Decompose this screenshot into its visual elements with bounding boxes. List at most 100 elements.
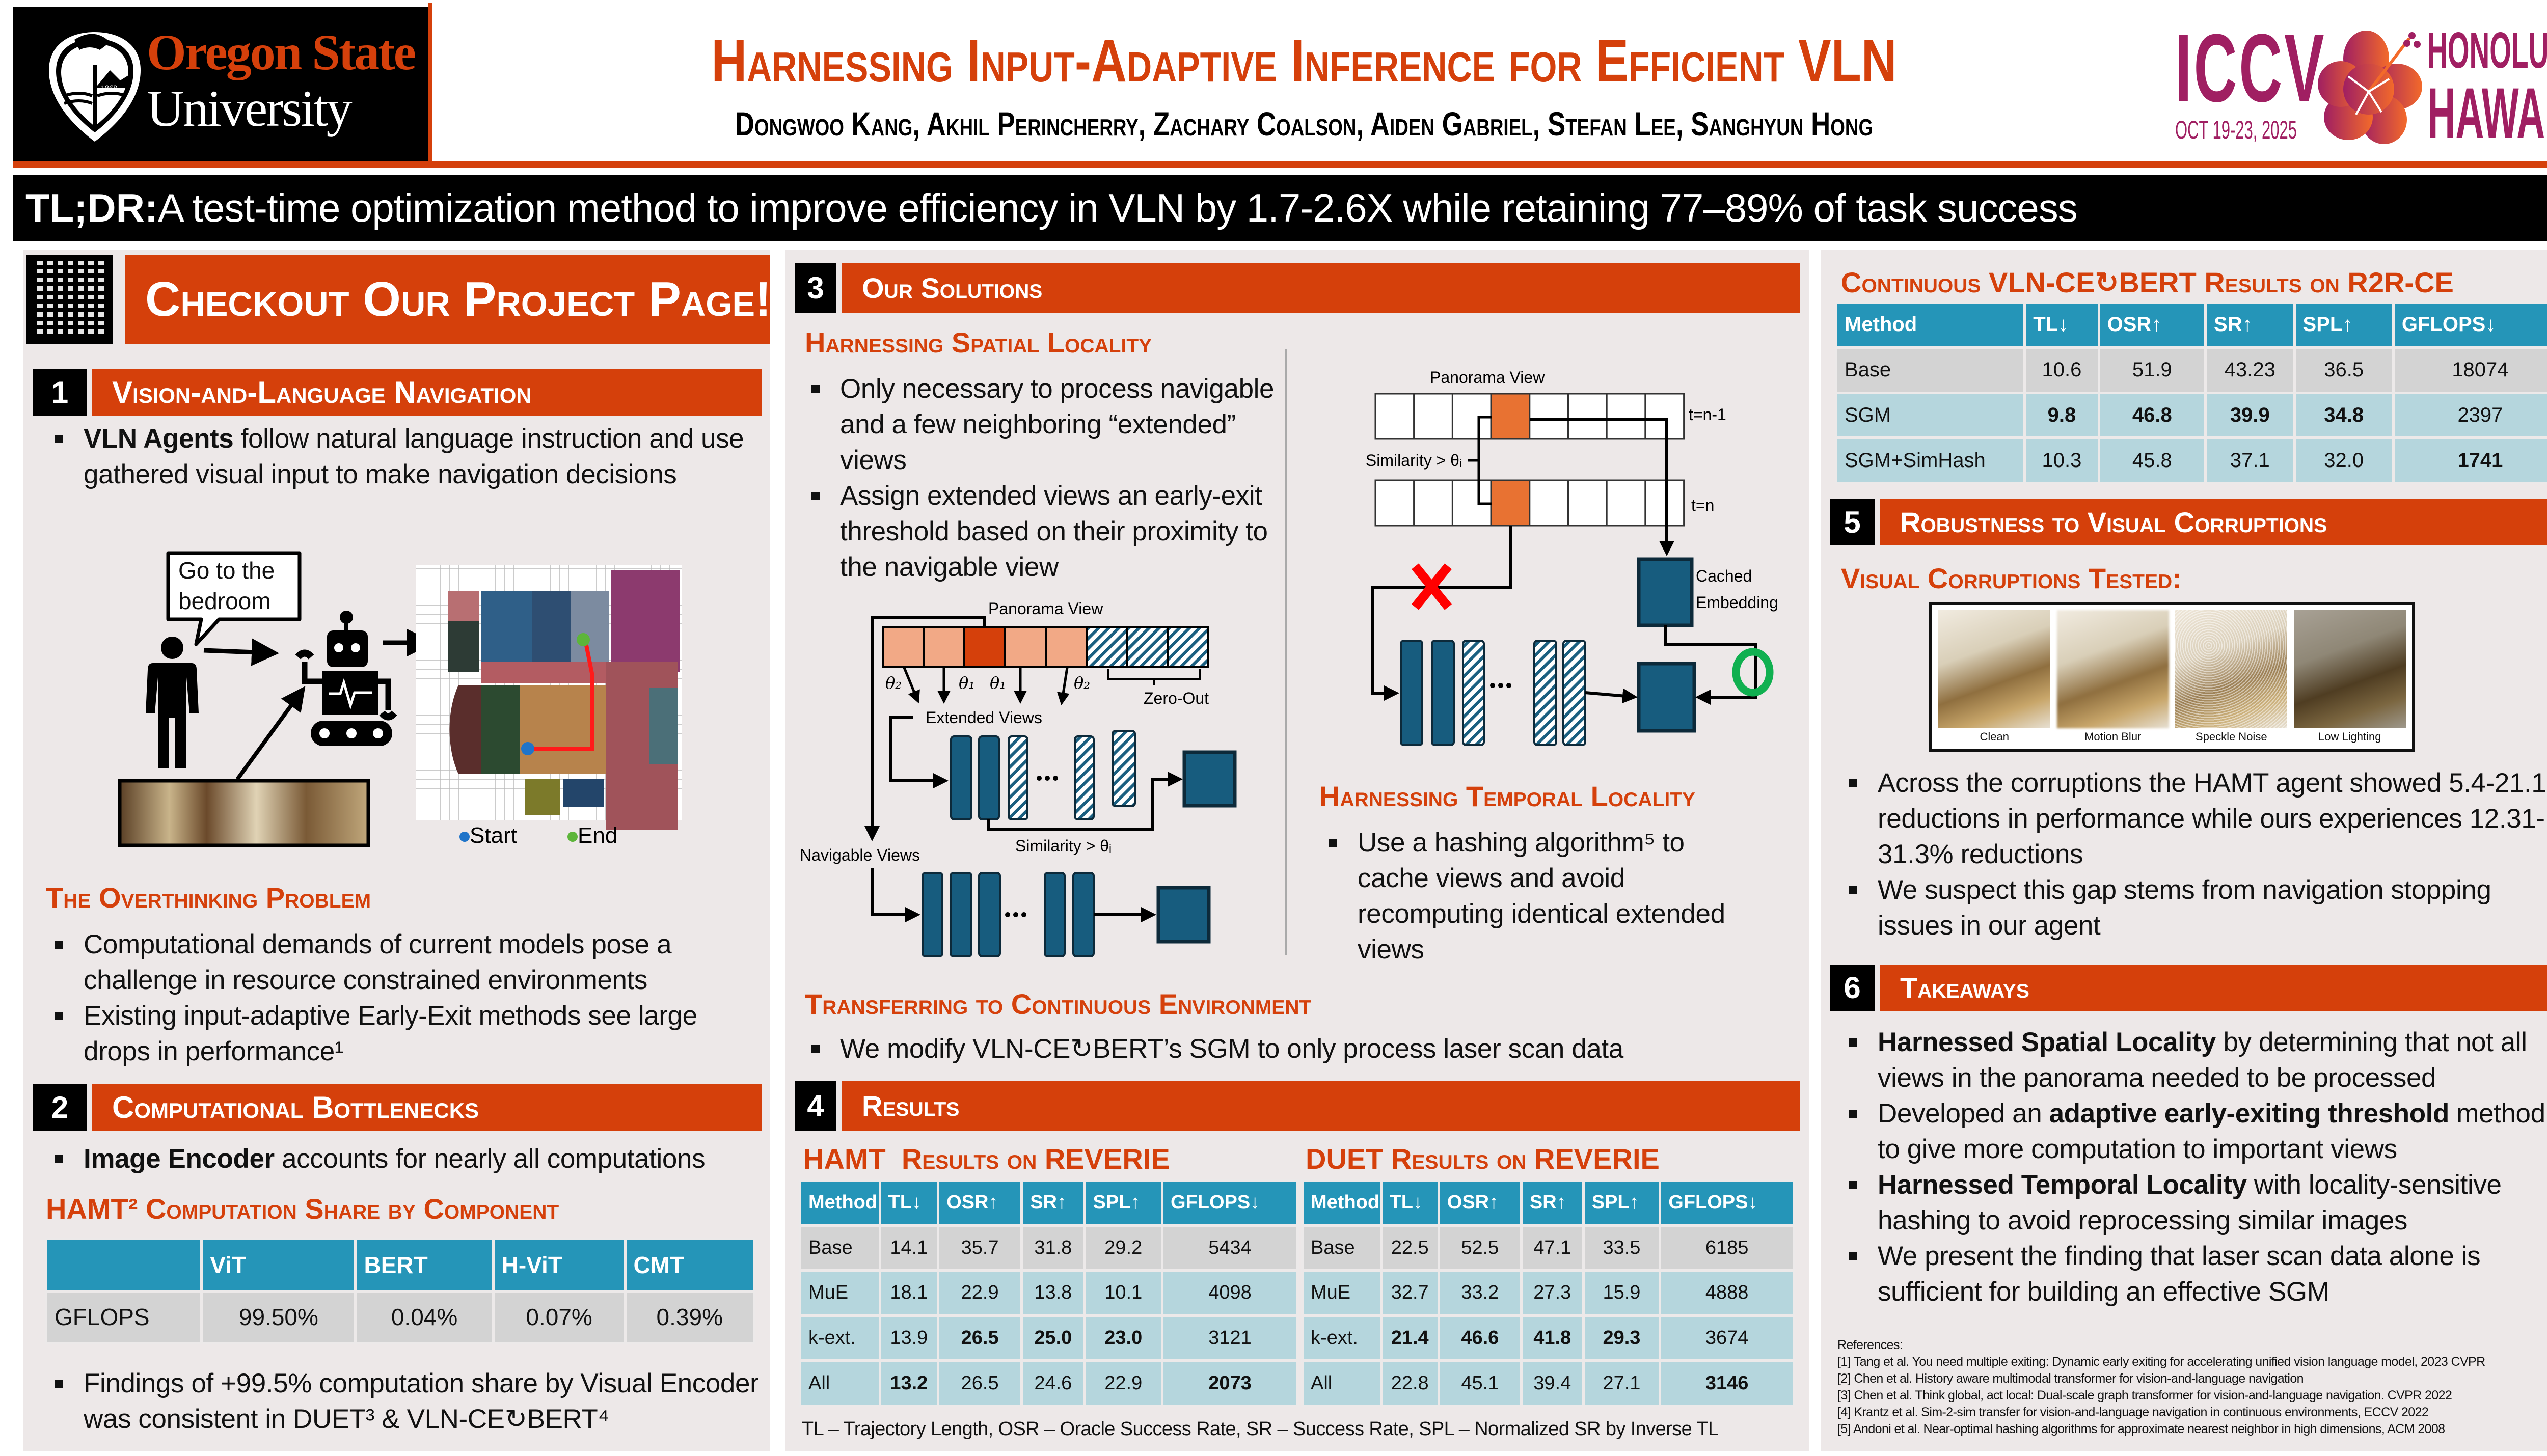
osu-seal-icon: 1868: [49, 32, 141, 142]
table-cell: 3674: [1661, 1316, 1793, 1360]
iccv-logo: ICCV OCT 19-23, 2025 HONOLULU HAWAII: [2175, 20, 2547, 153]
embedding-label: Embedding: [1696, 593, 1778, 612]
list-item: Image Encoder accounts for nearly all co…: [55, 1141, 773, 1177]
table-cell: 10.3: [2026, 439, 2098, 482]
speckle-noise-image: [2175, 610, 2288, 728]
overthinking-bullets: Computational demands of current models …: [55, 927, 768, 1069]
navigable-views-label: Navigable Views: [800, 846, 920, 864]
reference-item: [4] Krantz et al. Sim-2-sim transfer for…: [1837, 1405, 2429, 1419]
header-divider-vertical: [428, 3, 432, 166]
column-header: SR↑: [1023, 1182, 1083, 1224]
table-cell: 0.07%: [494, 1292, 624, 1342]
robustness-bullets: Across the corruptions the HAMT agent sh…: [1849, 765, 2547, 944]
table-cell: 4888: [1661, 1272, 1793, 1314]
table-cell: 22.8: [1382, 1362, 1438, 1405]
table-cell: 5434: [1163, 1226, 1296, 1270]
list-item: Existing input-adaptive Early-Exit metho…: [55, 998, 768, 1069]
table-cell: 32.7: [1382, 1272, 1438, 1314]
duet-results-title: DUET Results on REVERIE: [1306, 1143, 1660, 1175]
table-cell: GFLOPS: [47, 1292, 201, 1342]
table-cell: 33.2: [1440, 1272, 1520, 1314]
table-cell: 3121: [1163, 1316, 1296, 1360]
spatial-locality-diagram: Panorama View θ₂ θ₁ θ₁ θ₂ Zero-Out Exten…: [800, 599, 1237, 957]
list-item: We modify VLN-CE↻BERT’s SGM to only proc…: [811, 1031, 1800, 1067]
metrics-footnote: TL – Trajectory Length, OSR – Oracle Suc…: [802, 1418, 1719, 1440]
section-number-3: 3: [795, 263, 836, 313]
column-header: BERT: [357, 1240, 492, 1290]
table-cell: 32.0: [2295, 439, 2392, 482]
encoder-blocks: [1400, 640, 1586, 746]
project-page-banner[interactable]: Checkout Our Project Page!: [125, 255, 771, 344]
qr-code[interactable]: [26, 255, 113, 344]
panorama-view-cell: [1606, 393, 1646, 440]
panorama-view-cell: [1490, 479, 1531, 527]
theta1-label-right: θ₁: [990, 673, 1006, 693]
tldr-label: TL;DR:: [25, 185, 158, 230]
panorama-label: Panorama View: [1430, 368, 1545, 387]
table-cell: 18074: [2394, 348, 2547, 392]
bullet-text: Developed an: [1878, 1098, 2049, 1129]
speech-bubble: [166, 551, 302, 646]
column-header: Method: [1837, 304, 2024, 346]
panorama-view-cell: [1567, 479, 1608, 527]
iccv-state: HAWAII: [2427, 73, 2547, 153]
panorama-view-cell: [1644, 393, 1685, 440]
hibiscus-icon: [2318, 31, 2422, 144]
table-cell: 43.23: [2207, 348, 2293, 392]
start-legend-dot: [459, 832, 470, 842]
section-title-5: Robustness to Visual Corruptions: [1880, 499, 2547, 545]
reference-item: [1] Tang et al. You need multiple exitin…: [1837, 1355, 2485, 1369]
section-title-2: Computational Bottlenecks: [92, 1084, 762, 1131]
panorama-view-cell: [1451, 479, 1492, 527]
table-cell: 34.8: [2295, 394, 2392, 437]
column-header: GFLOPS↓: [1163, 1182, 1296, 1224]
section-title-1: Vision-and-Language Navigation: [92, 369, 762, 416]
university-name-line2: University: [147, 80, 353, 138]
panorama-rows: [1374, 393, 1685, 527]
panorama-view-cell: [1644, 479, 1685, 527]
cached-embedding-box: [1637, 557, 1694, 627]
table-cell: 46.6: [1440, 1316, 1520, 1360]
table-cell: 3146: [1661, 1362, 1793, 1405]
table-cell: All: [1304, 1362, 1380, 1405]
table-cell: 46.8: [2100, 394, 2205, 437]
table-cell: 52.5: [1440, 1226, 1520, 1270]
bold-lead: Image Encoder: [84, 1144, 275, 1174]
temporal-bullets: Use a hashing algorithm⁵ to cache views …: [1329, 825, 1737, 968]
bullet-text: by determining that not all views in the…: [1878, 1027, 2527, 1093]
takeaway-bullets: Harnessed Spatial Locality by determinin…: [1849, 1025, 2547, 1310]
extended-views-label: Extended Views: [926, 708, 1042, 727]
finding-bullets: Findings of +99.5% computation share by …: [55, 1366, 768, 1437]
list-item: Assign extended views an early-exit thre…: [811, 478, 1283, 585]
university-name-line1: Oregon State: [147, 24, 416, 80]
end-legend-dot: [567, 832, 578, 842]
table-cell: 14.1: [881, 1226, 937, 1270]
arrow-person-to-robot: [203, 638, 279, 666]
table-cell: k-ext.: [1304, 1316, 1380, 1360]
column-header: SPL↑: [1584, 1182, 1659, 1224]
tldr-text: A test-time optimization method to impro…: [157, 185, 2078, 230]
table-cell: 18.1: [881, 1272, 937, 1314]
corruption-motion-blur: Motion Blur: [2056, 610, 2169, 749]
table-cell: 25.0: [1023, 1316, 1083, 1360]
list-item: Computational demands of current models …: [55, 927, 768, 998]
cached-label: Cached: [1696, 567, 1752, 585]
corruption-label: Clean: [1980, 730, 2009, 743]
end-label: End: [578, 823, 617, 848]
osu-logo: 1868 Oregon State University: [13, 7, 429, 161]
table-cell: 37.1: [2207, 439, 2293, 482]
panorama-view-cell: [1374, 479, 1415, 527]
corruption-label: Motion Blur: [2084, 730, 2142, 743]
poster-authors: Dongwoo Kang, Akhil Perincherry, Zachary…: [735, 105, 1874, 143]
section-title-6: Takeaways: [1880, 965, 2547, 1011]
corruptions-title: Visual Corruptions Tested:: [1841, 562, 2182, 594]
component-table-title: HAMT² Computation Share by Component: [46, 1193, 559, 1225]
motion-blur-image: [2056, 610, 2169, 728]
